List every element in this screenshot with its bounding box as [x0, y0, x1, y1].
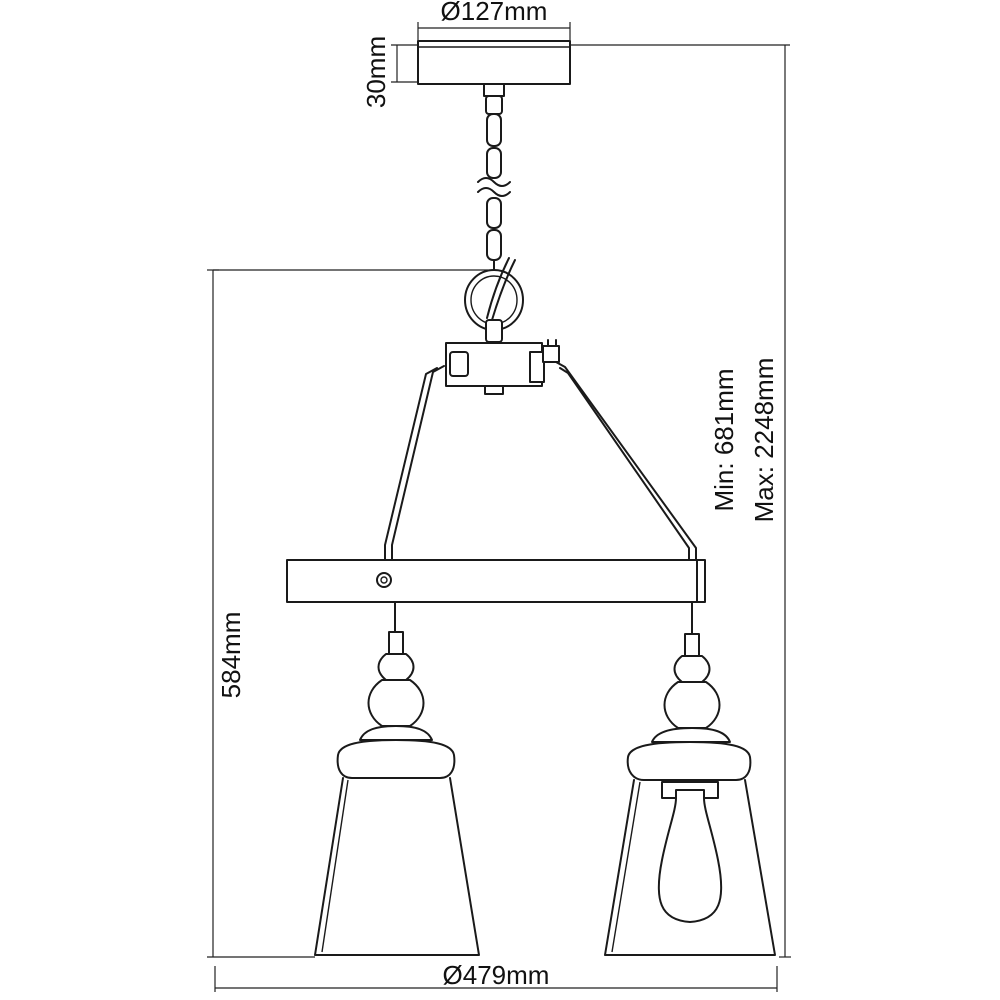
canopy-diameter-dimension: Ø127mm — [417, 0, 571, 41]
drop-max-label: Max: 2248mm — [749, 358, 779, 523]
support-arms — [384, 361, 697, 561]
drop-min-label: Min: 681mm — [709, 368, 739, 511]
suspension-chain — [477, 95, 511, 271]
canopy-height-dimension: 30mm — [361, 36, 418, 108]
junction-box — [445, 339, 560, 395]
overall-drop-dimension: Min: 681mm Max: 2248mm — [570, 44, 791, 958]
cross-bar — [286, 559, 706, 603]
ceiling-canopy — [417, 40, 571, 97]
fixture-height-label: 584mm — [216, 612, 246, 699]
overall-diameter-dimension: Ø479mm — [214, 960, 778, 992]
overall-diameter-label: Ø479mm — [443, 960, 550, 990]
fixture-height-dimension: 584mm — [207, 269, 490, 958]
canopy-diameter-label: Ø127mm — [441, 0, 548, 26]
left-shade — [314, 601, 480, 956]
canopy-height-label: 30mm — [361, 36, 391, 108]
right-shade — [604, 601, 776, 956]
